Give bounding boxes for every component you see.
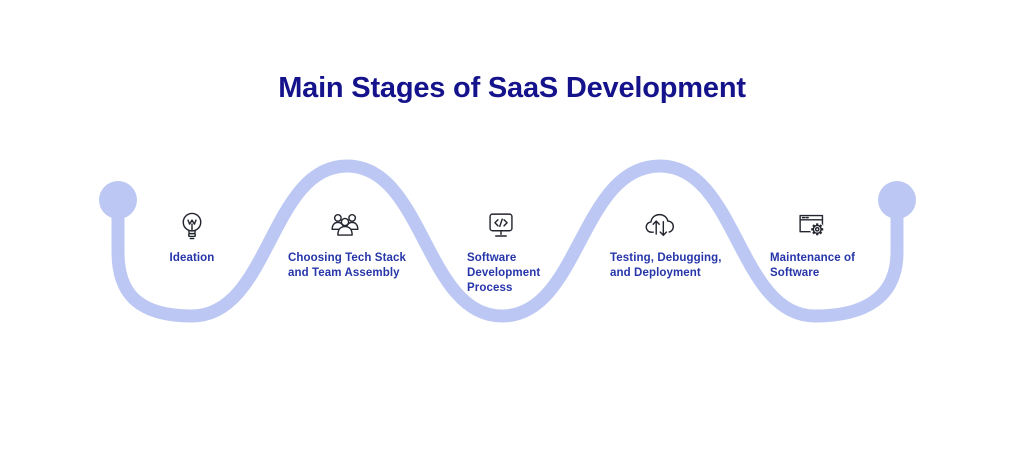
lightbulb-icon	[173, 207, 211, 245]
stage-label: Ideation	[169, 252, 215, 264]
browser-gear-icon	[793, 207, 831, 245]
team-icon	[326, 207, 364, 245]
stage-label: Software Development Process	[467, 252, 541, 294]
stage-item-tech-stack-team: Choosing Tech Stack and Team Assembly	[288, 207, 422, 281]
stage-label: Maintenance of Software	[770, 252, 856, 279]
stage-label: Testing, Debugging, and Deployment	[610, 252, 722, 279]
page-title: Main Stages of SaaS Development	[278, 72, 746, 104]
stage-item-maintenance: Maintenance of Software	[770, 207, 900, 281]
stage-item-testing-deployment: Testing, Debugging, and Deployment	[610, 207, 760, 281]
code-monitor-icon	[482, 207, 520, 245]
wave-stroke	[111, 159, 904, 323]
wave-start-dot	[99, 181, 137, 219]
stage-item-development: Software Development Process	[467, 207, 589, 296]
cloud-upload-download-icon	[641, 207, 679, 245]
stage-item-ideation: Ideation	[130, 207, 254, 266]
stage-label: Choosing Tech Stack and Team Assembly	[288, 252, 406, 279]
wave-end-dot	[878, 181, 916, 219]
